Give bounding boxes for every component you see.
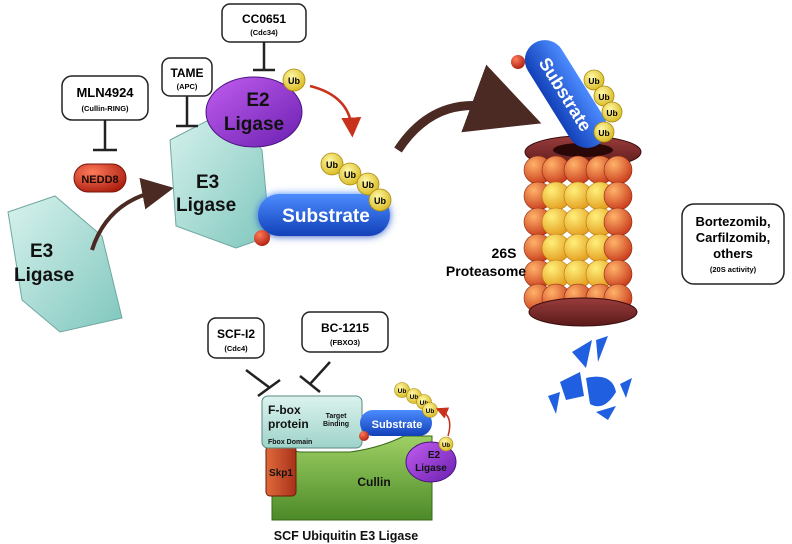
scf-substrate-label: Substrate xyxy=(372,419,423,431)
cullin-label: Cullin xyxy=(357,475,390,489)
bortezomib-target: (20S activity) xyxy=(710,265,757,274)
proteasome: 26S Proteasome xyxy=(446,135,642,327)
scf-skp1: Skp1 xyxy=(265,445,297,497)
nedd8-label: NEDD8 xyxy=(81,174,118,186)
fbox-label-line2: protein xyxy=(268,417,309,431)
bortezomib-line2: Carfilzomib, xyxy=(696,230,770,245)
scf-e2-label-line1: E2 xyxy=(428,450,441,461)
free-e3-ligase: E3 Ligase xyxy=(7,195,123,333)
bc1215-target: (FBXO3) xyxy=(330,338,361,347)
ub-transfer-arrow xyxy=(309,84,362,138)
skp1-label: Skp1 xyxy=(269,468,293,479)
scf-caption: SCF Ubiquitin E3 Ligase xyxy=(274,529,419,543)
mln4924-name: MLN4924 xyxy=(76,85,134,100)
bound-ub-chain: Ub Ub Ub Ub xyxy=(320,152,392,212)
tame-target: (APC) xyxy=(177,82,198,91)
scf-e2-label-line2: Ligase xyxy=(415,463,447,474)
ub-label: Ub xyxy=(344,170,356,180)
cc0651-inhibitor: CC0651 (Cdc34) xyxy=(221,3,307,72)
bortezomib-line3: others xyxy=(713,246,753,261)
ub-label: Ub xyxy=(588,76,599,86)
scf-e2-ub-label: Ub xyxy=(442,443,450,449)
tame-name: TAME xyxy=(170,66,203,80)
scf-e2-ligase: E2 Ligase Ub xyxy=(405,436,457,483)
free-e3-label-line1: E3 xyxy=(30,241,53,262)
bc1215-name: BC-1215 xyxy=(321,321,369,335)
scf-i2-inhibitor: SCF-I2 (Cdc4) xyxy=(207,317,281,398)
degraded-peptide-fragments xyxy=(548,336,632,420)
scf-ub-label: Ub xyxy=(398,388,407,395)
ub-label: Ub xyxy=(362,180,374,190)
target-binding-line1: Target xyxy=(326,413,348,420)
ub-label: Ub xyxy=(606,108,617,118)
mln4924-target: (Cullin-RING) xyxy=(81,104,129,113)
bortezomib-inhibitor: Bortezomib, Carfilzomib, others (20S act… xyxy=(681,203,785,285)
scf-i2-target: (Cdc4) xyxy=(224,344,248,353)
fbox-label-line1: F-box xyxy=(268,403,301,417)
cc0651-name: CC0651 xyxy=(242,12,286,26)
ub-label: Ub xyxy=(598,92,609,102)
scf-fbox-protein: F-box protein Fbox Domain Target Binding xyxy=(261,395,363,449)
bortezomib-line1: Bortezomib, xyxy=(695,214,770,229)
scf-i2-name: SCF-I2 xyxy=(217,327,255,341)
scf-ub-label: Ub xyxy=(410,394,419,401)
entering-ub-chain: Ub Ub Ub Ub xyxy=(583,69,623,143)
cc0651-target: (Cdc34) xyxy=(250,28,278,37)
entering-substrate-degron xyxy=(511,55,525,69)
active-e3-label-line1: E3 xyxy=(196,172,219,193)
target-binding-line2: Binding xyxy=(323,421,349,428)
e2-ligase: E2 Ligase Ub xyxy=(205,68,306,148)
nedd8-tag: NEDD8 xyxy=(73,163,127,193)
fbox-domain-label: Fbox Domain xyxy=(268,439,312,446)
e2-ub-label: Ub xyxy=(288,76,300,86)
to-proteasome-arrow xyxy=(394,64,542,153)
bc1215-inhibitor: BC-1215 (FBXO3) xyxy=(299,311,389,393)
proteasome-subunit xyxy=(603,155,633,185)
tame-inhibitor: TAME (APC) xyxy=(161,57,213,128)
mln4924-inhibitor: MLN4924 (Cullin-RING) xyxy=(61,75,149,152)
bound-substrate-label: Substrate xyxy=(282,206,370,227)
proteasome-subunit xyxy=(603,207,633,237)
bound-substrate: Substrate xyxy=(254,194,390,246)
ub-label: Ub xyxy=(374,196,386,206)
e3-activation-arrow xyxy=(90,177,174,251)
proteasome-subunit xyxy=(603,233,633,263)
scf-substrate: Substrate xyxy=(359,410,432,441)
proteasome-label-line2: Proteasome xyxy=(446,263,526,279)
scf-ub-chain: Ub Ub Ub Ub xyxy=(394,382,438,418)
scf-ub-label: Ub xyxy=(426,408,435,415)
scf-ub-transfer-arrow xyxy=(435,407,451,437)
e2-label-line2: Ligase xyxy=(224,114,284,135)
e2-label-line1: E2 xyxy=(246,90,269,111)
ub-label: Ub xyxy=(326,160,338,170)
proteasome-subunit xyxy=(603,181,633,211)
ub-label: Ub xyxy=(598,128,609,138)
free-e3-label-line2: Ligase xyxy=(14,265,74,286)
proteasome-label-line1: 26S xyxy=(492,245,517,261)
scf-ub-label: Ub xyxy=(420,400,429,407)
active-e3-label-line2: Ligase xyxy=(176,195,236,216)
